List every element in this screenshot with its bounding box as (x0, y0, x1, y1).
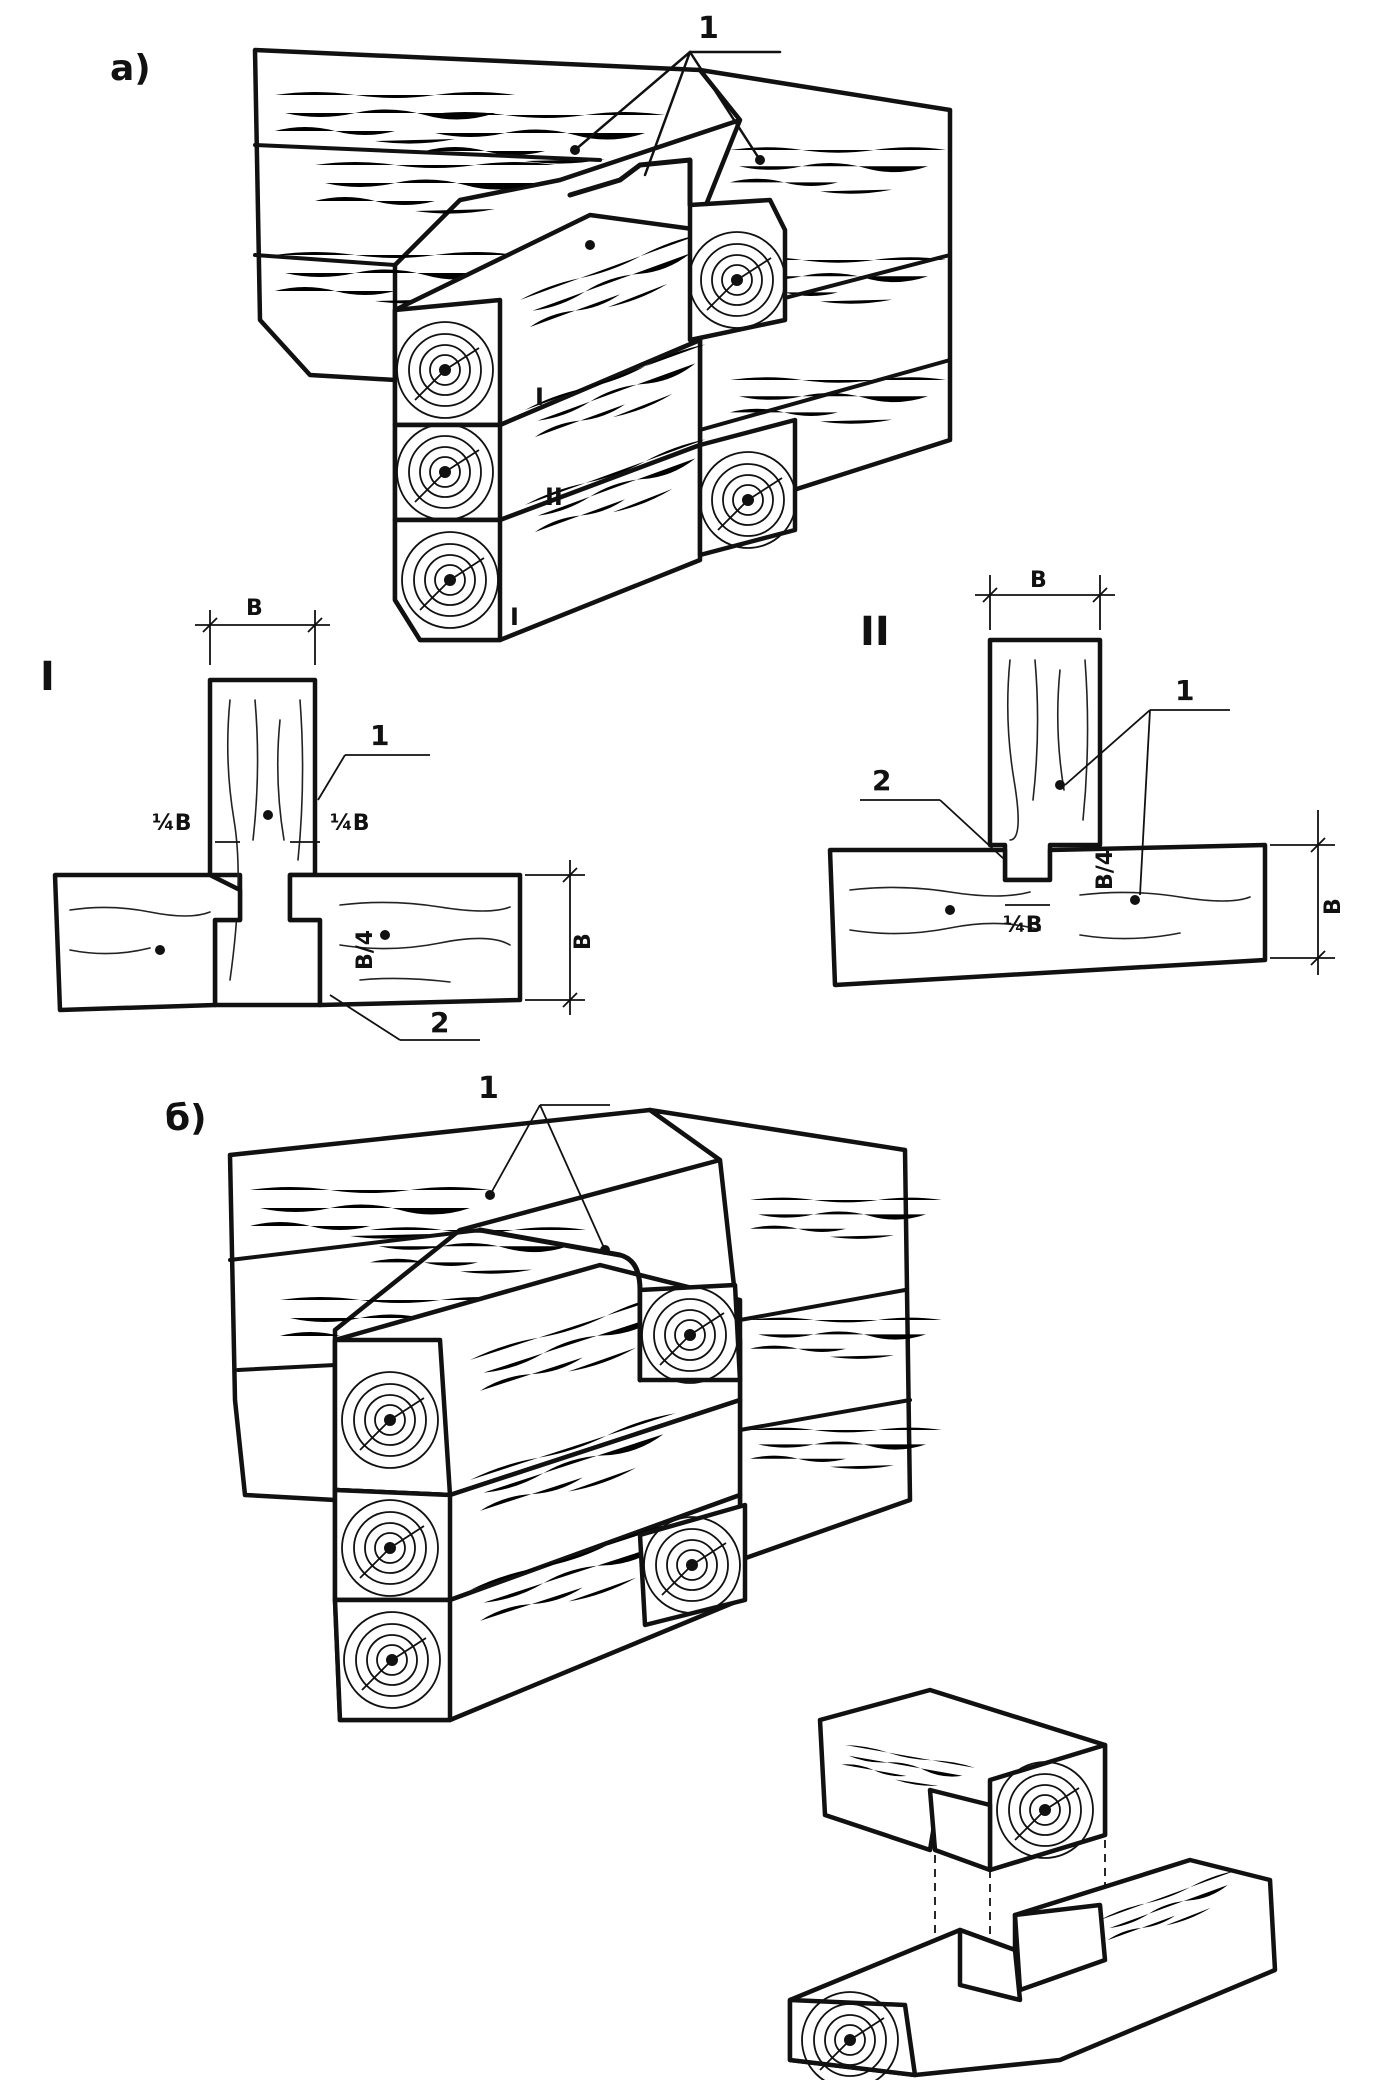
I-dim-width: В (195, 596, 330, 665)
I-horizontal-log-right (287, 872, 523, 1008)
a-callout-1: 1 (570, 11, 782, 250)
I-quarter-left: ¼В (152, 811, 192, 836)
section-I-detail: I В ¼В (40, 596, 596, 1041)
I-horizontal-log-left (52, 872, 243, 1013)
panel-b-corner-joint: б) (165, 1071, 942, 1723)
I-dim-depth-text: В (571, 933, 596, 950)
section-II-label: II (860, 609, 890, 655)
II-dim-width: В (975, 568, 1115, 630)
b-callout-1: 1 (478, 1071, 610, 1255)
II-item1-number: 1 (1175, 674, 1194, 707)
b-item1-number: 1 (478, 1071, 499, 1106)
exploded-joint-detail (787, 1687, 1278, 2080)
I-dim-depth: В (525, 860, 596, 1015)
b-groove-end (637, 1282, 743, 1384)
II-vertical-log (987, 637, 1103, 883)
II-callout-2: 2 (860, 764, 1006, 861)
a-row-label-I: I (535, 383, 544, 411)
II-dim-depth: В (1270, 810, 1346, 975)
panel-a-corner-joint: а) (110, 11, 953, 643)
a-front-log-row-3 (392, 437, 719, 643)
exploded-lower-log (787, 1857, 1278, 2080)
panel-b-label: б) (165, 1098, 207, 1139)
a-row-label-II: II (545, 483, 563, 511)
a-key-block-upper (687, 197, 788, 343)
I-item1-number: 1 (370, 719, 389, 752)
I-item2-number: 2 (430, 1006, 449, 1039)
II-callout-1: 1 (1064, 674, 1230, 896)
a-key-block-lower (697, 417, 798, 558)
II-quarter: ¼В (1003, 913, 1043, 938)
panel-a-label: а) (110, 48, 151, 89)
II-dim-width-text: В (1030, 568, 1047, 593)
I-callout-2: 2 (329, 994, 480, 1041)
I-callout-1: 1 (317, 719, 430, 801)
a-row-label-I-bottom: I (510, 603, 519, 631)
b-key-block (637, 1502, 748, 1628)
II-dim-depth-text: В (1321, 898, 1346, 915)
a-item1-number: 1 (698, 11, 719, 46)
section-I-label: I (40, 654, 55, 700)
exploded-upper-log (817, 1687, 1108, 1873)
I-dim-width-text: В (246, 596, 263, 621)
I-dim-small: В/4 (353, 930, 378, 970)
I-quarter-right: ¼В (330, 811, 370, 836)
II-item2-number: 2 (872, 764, 891, 797)
II-dim-small: В/4 (1093, 850, 1118, 890)
section-II-detail: II В ¼В В/4 (827, 568, 1346, 988)
